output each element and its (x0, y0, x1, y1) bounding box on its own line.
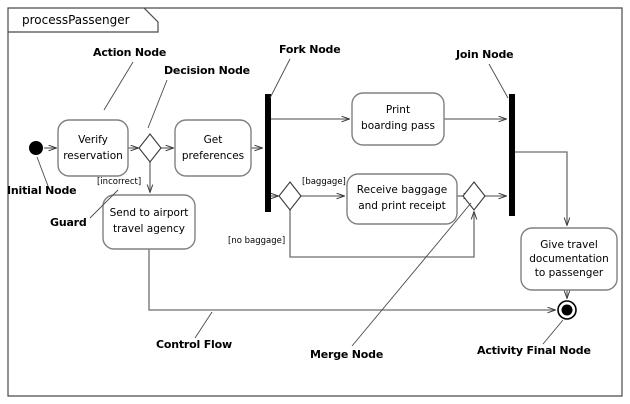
leader-guard (89, 189, 119, 219)
action-node-print-boarding-pass[interactable]: Print boarding pass (351, 92, 445, 146)
leader-merge-node (351, 202, 472, 347)
action-node-get-preferences[interactable]: Get preferences (174, 119, 252, 177)
annotation-control-flow: Control Flow (156, 338, 232, 351)
action-node-verify-reservation[interactable]: Verify reservation (57, 119, 129, 177)
initial-node[interactable] (29, 141, 43, 155)
action-node-give-documentation[interactable]: Give travel documentation to passenger (520, 227, 618, 291)
leader-join-node (488, 63, 509, 99)
action-label-give-line1: Give travel (540, 239, 598, 251)
merge-node[interactable] (462, 181, 486, 211)
annotations: Action Node Decision Node Fork Node Join… (7, 43, 591, 361)
flow-send-airport-to-final (148, 249, 555, 310)
activity-final-node[interactable] (557, 300, 577, 320)
action-label-preferences-line2: preferences (182, 150, 244, 162)
guard-labels: [incorrect] [baggage] [no baggage] (97, 177, 346, 246)
control-flows (44, 119, 567, 310)
action-label-preferences-line1: Get (204, 134, 223, 146)
leader-decision-node (147, 79, 168, 129)
annotation-fork-node: Fork Node (279, 43, 341, 56)
decision-node[interactable] (138, 133, 162, 163)
annotation-initial-node: Initial Node (7, 184, 76, 197)
flow-no-baggage-bypass (289, 210, 474, 258)
action-label-give-line2: documentation (529, 253, 609, 265)
frame-title: processPassenger (22, 13, 130, 27)
action-node-send-to-airport[interactable]: Send to airport travel agency (102, 194, 196, 250)
fork-node[interactable] (265, 94, 271, 212)
action-label-receive-line2: and print receipt (358, 200, 446, 212)
action-label-print-line2: boarding pass (361, 120, 435, 132)
leader-action-node (103, 61, 134, 111)
action-label-receive-line1: Receive baggage (357, 184, 447, 196)
guard-label-baggage: [baggage] (302, 177, 346, 187)
annotation-decision-node: Decision Node (164, 64, 250, 77)
activity-frame: processPassenger (7, 7, 623, 397)
annotation-merge-node: Merge Node (310, 348, 383, 361)
annotation-guard: Guard (50, 216, 87, 229)
action-label-verify-line1: Verify (78, 134, 108, 146)
action-node-receive-baggage[interactable]: Receive baggage and print receipt (346, 173, 458, 225)
action-label-print-line1: Print (386, 104, 410, 116)
decision-node-baggage[interactable] (278, 181, 302, 211)
leader-fork-node (269, 58, 291, 99)
action-label-give-line3: to passenger (535, 267, 604, 279)
leader-control-flow (194, 311, 213, 339)
flow-join-to-give-documentation (515, 151, 567, 225)
annotation-activity-final-node: Activity Final Node (477, 344, 591, 357)
guard-label-incorrect: [incorrect] (97, 177, 141, 187)
join-node[interactable] (509, 94, 515, 216)
guard-label-no-baggage: [no baggage] (228, 236, 285, 246)
action-label-send-line2: travel agency (113, 223, 185, 235)
action-label-send-line1: Send to airport (110, 207, 189, 219)
leader-initial-node (36, 156, 49, 187)
annotation-join-node: Join Node (455, 48, 513, 61)
annotation-action-node: Action Node (93, 46, 166, 59)
action-label-verify-line2: reservation (63, 150, 123, 162)
leader-activity-final-node (542, 319, 564, 345)
